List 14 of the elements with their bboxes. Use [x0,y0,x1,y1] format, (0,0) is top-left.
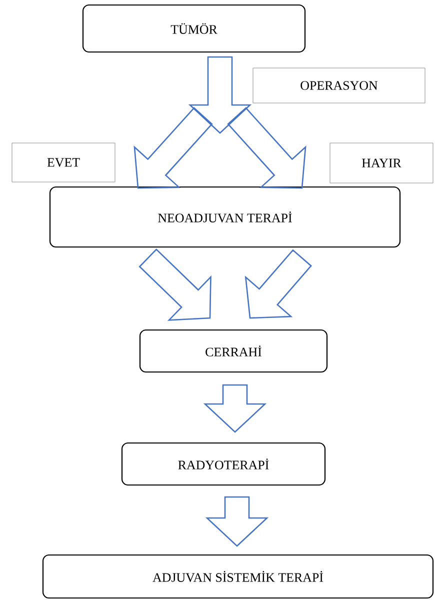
process-box: ADJUVAN SİSTEMİK TERAPİ [42,554,434,599]
process-box: RADYOTERAPİ [121,442,326,486]
label-box: HAYIR [330,142,434,184]
block-arrow [227,107,306,189]
label-box: EVET [12,142,116,182]
label-box: OPERASYON [252,68,426,104]
process-box: NEOADJUVAN TERAPİ [49,186,401,248]
block-arrow [205,496,269,547]
process-box: TÜMÖR [82,4,306,53]
block-arrow [203,384,267,433]
block-arrow [244,249,312,319]
block-arrow [134,107,213,189]
process-box: CERRAHİ [139,329,328,373]
block-arrow [188,56,252,134]
